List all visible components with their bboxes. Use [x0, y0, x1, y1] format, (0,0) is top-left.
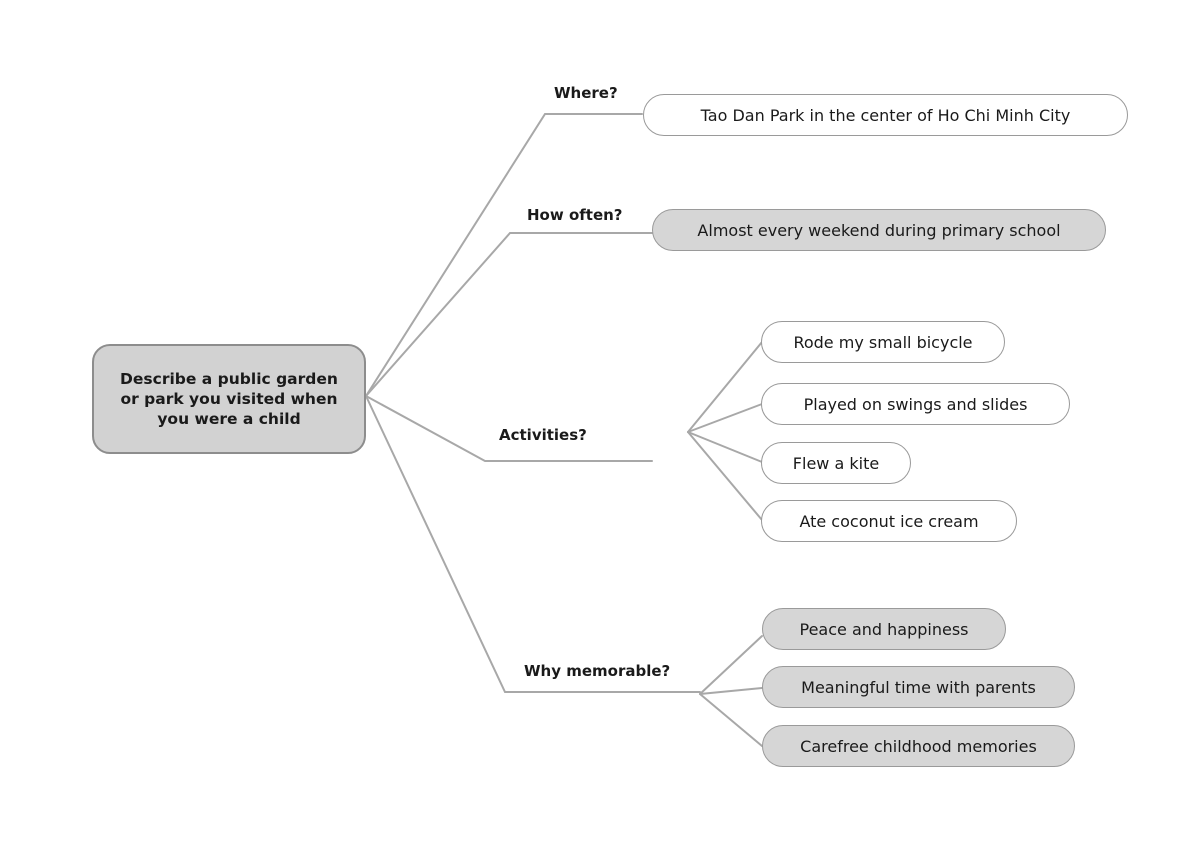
answer-text: Tao Dan Park in the center of Ho Chi Min…: [700, 105, 1071, 125]
answer-text: Meaningful time with parents: [801, 677, 1036, 697]
central-topic-text: Describe a public garden or park you vis…: [120, 370, 338, 428]
connector-reason-3: [699, 693, 763, 747]
answer-text: Played on swings and slides: [803, 394, 1028, 414]
reason-node-2: Meaningful time with parents: [762, 666, 1075, 708]
reason-node-1: Peace and happiness: [762, 608, 1006, 650]
activity-node-1: Rode my small bicycle: [761, 321, 1005, 363]
branch-label-how-often: How often?: [527, 206, 623, 224]
activity-node-2: Played on swings and slides: [761, 383, 1070, 425]
connector-reason-1: [699, 635, 763, 695]
answer-text: Ate coconut ice cream: [799, 511, 979, 531]
answer-text: Almost every weekend during primary scho…: [697, 220, 1061, 240]
answer-text: Carefree childhood memories: [800, 736, 1037, 756]
connector-reason-2: [699, 687, 763, 695]
connector-activity-3: [687, 431, 763, 463]
reason-node-3: Carefree childhood memories: [762, 725, 1075, 767]
answer-text: Flew a kite: [792, 453, 880, 473]
connector-why-memorable: [365, 395, 701, 693]
branch-label-why-memorable: Why memorable?: [524, 662, 671, 680]
answer-node-where: Tao Dan Park in the center of Ho Chi Min…: [643, 94, 1128, 136]
answer-text: Peace and happiness: [799, 619, 969, 639]
central-topic-node: Describe a public garden or park you vis…: [92, 344, 366, 454]
connector-activity-4: [687, 431, 763, 521]
connector-activity-2: [687, 403, 763, 433]
answer-node-how-often: Almost every weekend during primary scho…: [652, 209, 1106, 251]
answer-text: Rode my small bicycle: [793, 332, 973, 352]
connector-activity-1: [687, 341, 763, 433]
branch-label-where: Where?: [554, 84, 618, 102]
connector-activities: [365, 395, 653, 462]
branch-label-activities: Activities?: [499, 426, 587, 444]
connector-where: [365, 113, 643, 397]
connector-how-often: [365, 232, 653, 397]
activity-node-3: Flew a kite: [761, 442, 911, 484]
activity-node-4: Ate coconut ice cream: [761, 500, 1017, 542]
